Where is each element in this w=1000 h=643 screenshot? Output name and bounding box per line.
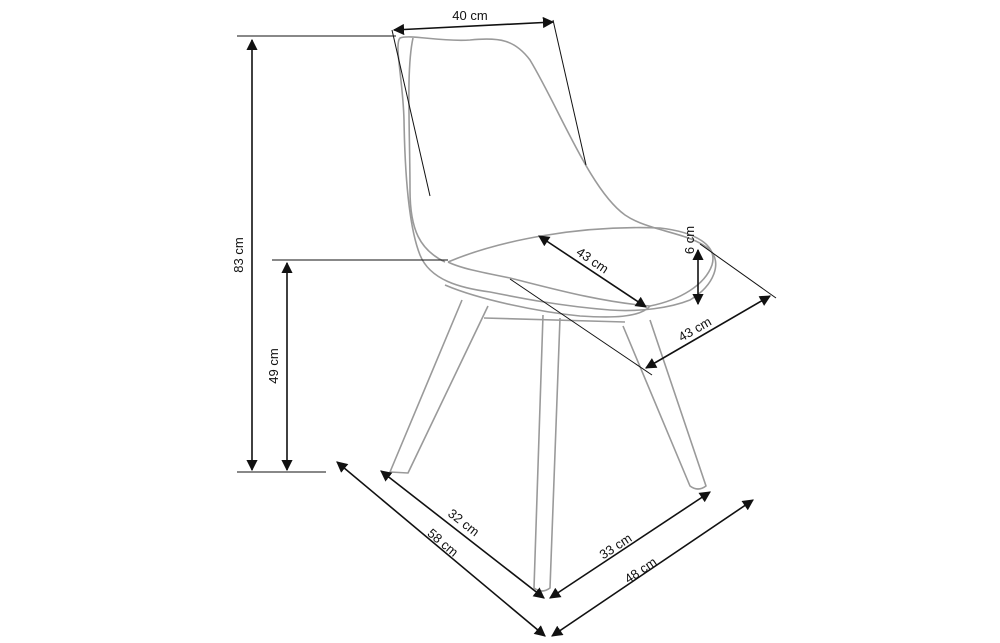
chair-outline [389, 36, 717, 592]
label-total-height: 83 cm [231, 237, 246, 272]
label-overall-width: 48 cm [622, 554, 660, 586]
dim-seat-width [645, 295, 771, 369]
label-seat-height: 49 cm [266, 348, 281, 383]
leg-front-center [533, 314, 561, 592]
dim-seat-depth [538, 235, 647, 308]
dim-leg-span-depth [380, 470, 545, 599]
label-leg-span-width: 33 cm [597, 530, 635, 562]
leg-crossbar [483, 317, 626, 323]
dimension-labels: 83 cm 49 cm 40 cm 43 cm 6 cm 43 cm 32 cm… [231, 8, 714, 586]
label-seat-thickness: 6 cm [682, 226, 697, 254]
shell-inner-edge [408, 37, 446, 263]
seat-bottom-edge [444, 284, 651, 318]
dim-overall-depth [336, 461, 546, 637]
dim-back-width [392, 16, 555, 36]
leg-back-right [622, 319, 707, 490]
extension-lines [237, 19, 777, 473]
dim-overall-width [551, 499, 754, 637]
chair-shell [397, 36, 717, 312]
seat-top-edge [447, 226, 714, 307]
leg-front-left [389, 299, 489, 474]
dimension-arrows [246, 16, 771, 637]
label-overall-depth: 58 cm [425, 525, 462, 559]
label-back-width: 40 cm [452, 8, 487, 23]
label-leg-span-depth: 32 cm [445, 506, 482, 540]
